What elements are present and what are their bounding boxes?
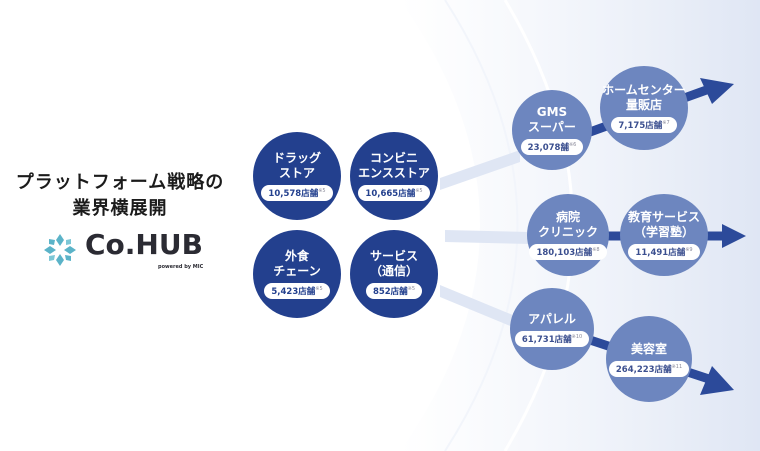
connector-bottom (440, 285, 520, 330)
store-count-badge: 23,078舗※6 (520, 139, 584, 155)
arc-line-2 (444, 0, 519, 451)
logo-tagline: powered by MIC (158, 264, 204, 270)
arrow-bottom-head (700, 366, 734, 395)
store-count-badge: 61,731店舗※10 (514, 330, 590, 347)
node-service-telecom: サービス（通信） 852店舗※5 (350, 230, 438, 318)
node-label: 外食チェーン (273, 249, 321, 278)
node-education-service: 教育サービス（学習塾） 11,491店舗※9 (620, 194, 708, 276)
store-count-badge: 10,578店舗※5 (261, 185, 333, 201)
node-restaurant-chain: 外食チェーン 5,423店舗※5 (253, 230, 341, 318)
connector-top (440, 150, 520, 190)
node-home-center: ホームセンター量販店 7,175店舗※7 (600, 66, 688, 150)
node-drugstore: ドラッグストア 10,578店舗※5 (253, 132, 341, 220)
cohub-logo: Co.HUB powered by MIC (40, 228, 210, 272)
store-count-badge: 852店舗※5 (365, 283, 423, 299)
store-count-badge: 264,223店舗※11 (608, 360, 690, 377)
node-label: ホームセンター量販店 (602, 83, 686, 112)
node-apparel: アパレル 61,731店舗※10 (510, 288, 594, 370)
node-convenience-store: コンビニエンスストア 10,665店舗※5 (350, 132, 438, 220)
node-label: サービス（通信） (369, 249, 418, 278)
node-label: ドラッグストア (272, 151, 321, 180)
store-count-badge: 180,103店舗※8 (529, 244, 607, 260)
heading-line-1: プラットフォーム戦略の (15, 172, 225, 193)
connector-mid (445, 230, 530, 244)
node-label: コンビニエンスストア (358, 151, 430, 180)
logo-wordmark: Co.HUB (85, 228, 203, 261)
node-label: 教育サービス（学習塾） (627, 210, 700, 239)
store-count-badge: 7,175店舗※7 (611, 117, 677, 133)
store-count-badge: 5,423店舗※5 (264, 283, 330, 299)
logo-mark-icon (44, 234, 76, 266)
arrow-mid-head (722, 224, 746, 248)
store-count-badge: 10,665店舗※5 (358, 185, 430, 201)
node-label: 美容室 (630, 341, 667, 356)
heading-line-2: 業界横展開 (72, 198, 168, 219)
arrow-top-head (700, 78, 734, 104)
node-label: アパレル (528, 311, 576, 326)
node-label: 病院クリニック (537, 210, 598, 239)
node-hospital-clinic: 病院クリニック 180,103店舗※8 (527, 194, 609, 276)
node-beauty-salon: 美容室 264,223店舗※11 (606, 316, 692, 402)
store-count-badge: 11,491店舗※9 (628, 244, 700, 260)
